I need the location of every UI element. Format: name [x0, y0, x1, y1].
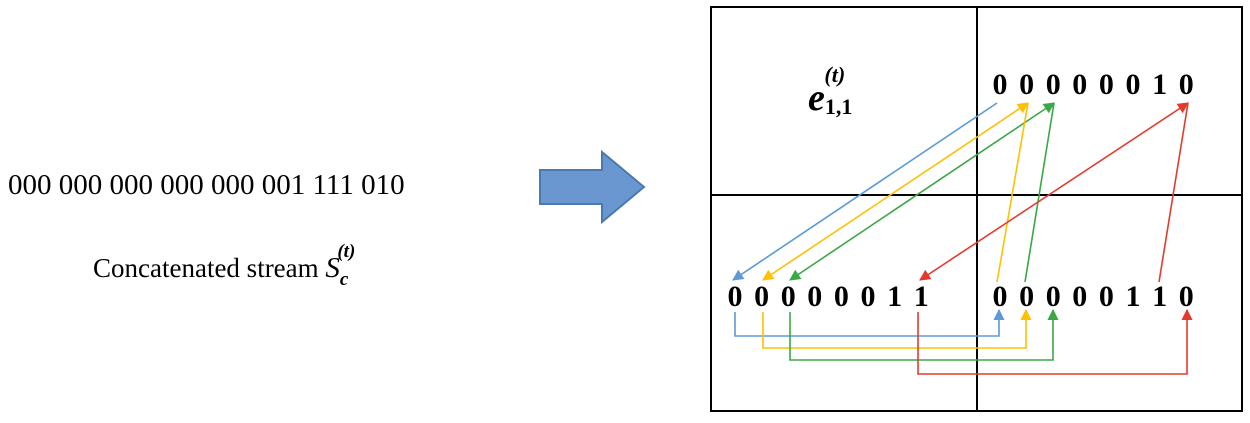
red-vertical-arrow	[1158, 102, 1189, 283]
bit-bottom-right-2: 0	[1046, 280, 1061, 313]
bit-bottom-left-2: 0	[781, 280, 796, 313]
bit-bottom-left-0: 0	[728, 280, 743, 313]
bit-top-right-5: 0	[1126, 68, 1141, 101]
bit-bottom-left-3: 0	[807, 280, 822, 313]
green-diagonal-arrow	[789, 102, 1055, 281]
stream-caption-text: Concatenated stream	[93, 253, 325, 283]
red-diagonal-arrow	[919, 102, 1189, 281]
bit-top-right-1: 0	[1019, 68, 1034, 101]
stream-caption: Concatenated stream Sc (t)	[93, 241, 355, 290]
bit-top-right-4: 0	[1099, 68, 1114, 101]
green-route-arrow	[789, 308, 1059, 361]
bit-bottom-right-1: 0	[1019, 280, 1034, 313]
bit-bottom-right-4: 0	[1099, 280, 1114, 313]
bit-bottom-left-4: 0	[834, 280, 849, 313]
movement-arrows	[732, 102, 1193, 375]
blue-diagonal-arrow	[732, 102, 998, 281]
block-label-subscript: 1,1	[825, 94, 853, 119]
bit-bottom-right-7: 0	[1179, 280, 1194, 313]
green-vertical-arrow	[1024, 102, 1055, 283]
bit-top-right-0: 0	[993, 68, 1008, 101]
bit-top-right-2: 0	[1046, 68, 1061, 101]
stream-caption-symbol: S	[325, 252, 340, 284]
yellow-route-arrow	[762, 308, 1032, 349]
yellow-vertical-arrow	[996, 102, 1029, 283]
stream-caption-subscript: c	[340, 269, 349, 290]
yellow-diagonal-arrow	[762, 102, 1029, 281]
red-route-arrow	[917, 308, 1193, 375]
bit-bottom-right-6: 1	[1152, 280, 1167, 313]
stream-bits: 000 000 000 000 000 001 111 010	[8, 169, 405, 201]
bit-bottom-left-7: 1	[914, 280, 929, 313]
bit-bottom-right-0: 0	[993, 280, 1008, 313]
stream-caption-superscript: (t)	[337, 241, 355, 262]
transform-arrow-icon	[539, 149, 646, 225]
block-label: e1,1 (t)	[808, 62, 852, 119]
bit-bottom-left-6: 1	[887, 280, 902, 313]
bit-bottom-right-5: 1	[1126, 280, 1141, 313]
bit-top-right-6: 1	[1152, 68, 1167, 101]
block-label-superscript: (t)	[824, 62, 845, 87]
block-label-symbol: e	[808, 77, 825, 119]
bit-top-right-3: 0	[1072, 68, 1087, 101]
bit-top-right-7: 0	[1179, 68, 1194, 101]
bit-bottom-right-3: 0	[1072, 280, 1087, 313]
bit-bottom-left-1: 0	[754, 280, 769, 313]
bit-bottom-left-5: 0	[861, 280, 876, 313]
blue-route-arrow	[734, 308, 1005, 337]
